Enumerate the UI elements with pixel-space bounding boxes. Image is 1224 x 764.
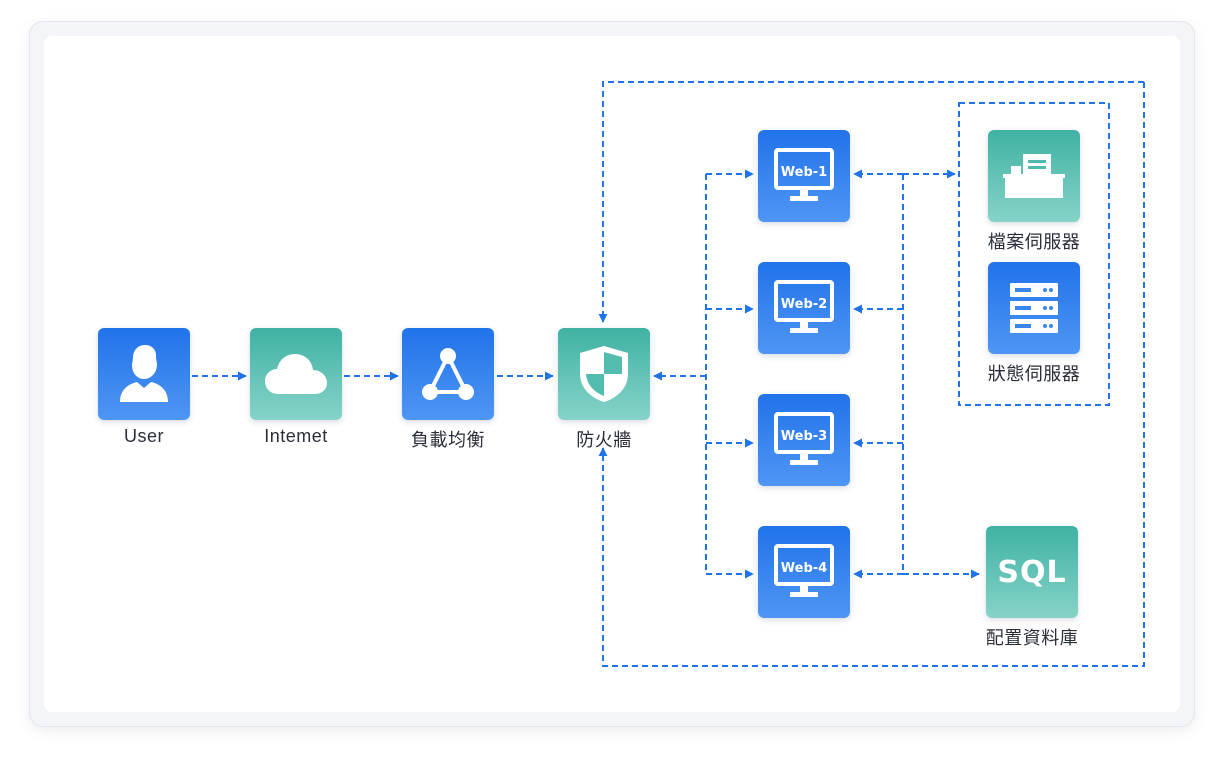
load-balancer-node	[402, 328, 494, 420]
web-server-3-label: Web-3	[780, 429, 828, 444]
shield-icon	[580, 346, 628, 402]
internet-node	[250, 328, 342, 420]
file-server-label: 檔案伺服器	[987, 232, 1081, 252]
user-icon	[120, 345, 168, 402]
web-server-2-node: Web-2	[758, 262, 850, 354]
server-rack-icon	[1010, 283, 1058, 333]
status-server-node	[988, 262, 1080, 354]
user-label: User	[123, 426, 164, 446]
monitor-icon	[774, 280, 834, 333]
sql-icon: SQL	[997, 554, 1067, 590]
monitor-icon	[774, 148, 834, 201]
status-server-label: 狀態伺服器	[987, 364, 1081, 384]
internet-label: Intemet	[264, 426, 328, 446]
file-server-icon	[1003, 154, 1065, 198]
server-group-box	[958, 102, 1110, 406]
web-server-3-node: Web-3	[758, 394, 850, 486]
firewall-node	[558, 328, 650, 420]
file-server-node	[988, 130, 1080, 222]
web-server-4-node: Web-4	[758, 526, 850, 618]
firewall-label: 防火牆	[576, 430, 632, 450]
database-label: 配置資料庫	[985, 628, 1079, 648]
web-server-1-label: Web-1	[780, 165, 828, 180]
cloud-icon	[265, 354, 327, 394]
web-server-2-label: Web-2	[780, 297, 828, 312]
monitor-icon	[774, 412, 834, 465]
web-server-4-label: Web-4	[780, 561, 828, 576]
network-triangle-icon	[422, 348, 474, 400]
user-node	[98, 328, 190, 420]
load-balancer-label: 負載均衡	[411, 430, 485, 450]
monitor-icon	[774, 544, 834, 597]
database-node: SQL	[986, 526, 1078, 618]
web-server-1-node: Web-1	[758, 130, 850, 222]
outer-loop-top	[598, 81, 1144, 323]
outer-loop-bottom	[598, 82, 1145, 667]
